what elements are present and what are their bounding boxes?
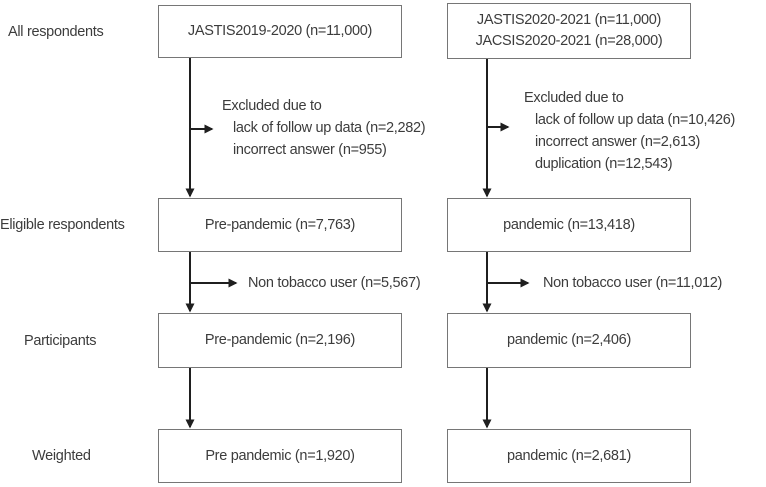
box-eligible-pandemic: pandemic (n=13,418) [447,198,691,252]
box-label-line2: JACSIS2020-2021 (n=28,000) [475,33,663,49]
box-label: pandemic (n=2,406) [507,332,631,348]
box-all-respondents-prepandemic: JASTIS2019-2020 (n=11,000) [158,5,402,58]
box-weighted-pandemic: pandemic (n=2,681) [447,429,691,483]
exclusion-title: Excluded due to [222,98,322,114]
box-all-respondents-pandemic: JASTIS2020-2021 (n=11,000) JACSIS2020-20… [447,3,691,59]
box-participants-prepandemic: Pre-pandemic (n=2,196) [158,313,402,368]
stage-label-weighted: Weighted [32,448,91,464]
exclusion-item: lack of follow up data (n=2,282) [233,120,426,136]
box-label: pandemic (n=2,681) [507,447,631,464]
box-participants-pandemic: pandemic (n=2,406) [447,313,691,368]
box-label-line1: JASTIS2020-2021 (n=11,000) [476,12,662,28]
exclusion-item: incorrect answer (n=955) [233,142,387,158]
box-label: Pre-pandemic (n=7,763) [204,216,356,233]
box-eligible-prepandemic: Pre-pandemic (n=7,763) [158,198,402,252]
exclusion-item: duplication (n=12,543) [535,156,673,172]
stage-label-eligible-respondents: Eligible respondents [0,217,125,233]
non-tobacco-note-left: Non tobacco user (n=5,567) [248,275,421,291]
stage-label-participants: Participants [24,332,97,349]
box-label: pandemic (n=13,418) [503,216,635,233]
exclusion-note-left: Excluded due to lack of follow up data (… [222,95,426,161]
exclusion-item: lack of follow up data (n=10,426) [535,112,736,128]
non-tobacco-note-right: Non tobacco user (n=11,012) [543,275,723,291]
stage-label-all-respondents: All respondents [8,23,104,40]
box-label: Pre-pandemic (n=2,196) [204,332,356,348]
box-label: JASTIS2019-2020 (n=11,000) [187,23,373,39]
exclusion-note-right: Excluded due to lack of follow up data (… [524,87,735,175]
box-label: Pre pandemic (n=1,920) [205,447,355,464]
box-weighted-prepandemic: Pre pandemic (n=1,920) [158,429,402,483]
exclusion-item: incorrect answer (n=2,613) [535,134,701,150]
exclusion-title: Excluded due to [524,90,624,106]
